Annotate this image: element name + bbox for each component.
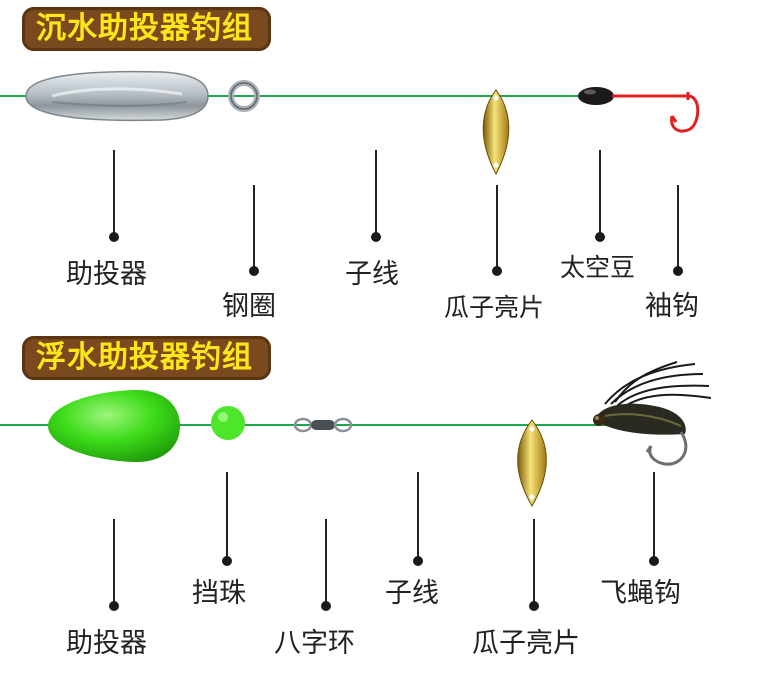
leader-dot-swivel xyxy=(321,601,331,611)
label-spoon-2: 瓜子亮片 xyxy=(472,628,580,659)
leader-spoon xyxy=(496,185,498,270)
leader-dot-spoon-2 xyxy=(529,601,539,611)
space-bean-icon xyxy=(578,87,614,105)
leader-dot-hook xyxy=(673,266,683,276)
spoon-icon xyxy=(482,89,510,176)
label-hook: 袖钩 xyxy=(645,291,699,322)
label-caster-2: 助投器 xyxy=(66,628,147,659)
leader-leader-line xyxy=(375,150,377,236)
leader-spoon-2 xyxy=(533,519,535,605)
leader-caster-2 xyxy=(113,519,115,605)
label-caster: 助投器 xyxy=(66,259,147,290)
label-leader-line-2: 子线 xyxy=(385,578,439,609)
spoon-icon-2 xyxy=(517,419,547,507)
label-bean: 太空豆 xyxy=(560,253,636,282)
label-spoon: 瓜子亮片 xyxy=(444,293,545,322)
leader-swivel xyxy=(325,519,327,605)
leader-dot-caster-2 xyxy=(109,601,119,611)
leader-dot-stopper xyxy=(222,556,232,566)
leader-dot-spoon xyxy=(492,266,502,276)
leader-dot-leader-line-2 xyxy=(413,556,423,566)
label-stopper: 挡珠 xyxy=(192,578,246,609)
floating-caster-icon xyxy=(48,389,180,463)
swivel-icon xyxy=(293,417,353,433)
leader-dot-leader-line xyxy=(371,232,381,242)
leader-fly xyxy=(653,472,655,560)
sinking-caster-icon xyxy=(25,70,209,122)
label-leader-line: 子线 xyxy=(345,259,399,290)
label-ring: 钢圈 xyxy=(222,291,276,322)
fishing-line-bottom xyxy=(0,424,610,426)
stopper-bead-icon xyxy=(211,406,245,440)
leader-hook xyxy=(677,185,679,270)
label-fly: 飞蝇钩 xyxy=(600,578,681,609)
leader-dot-ring xyxy=(249,266,259,276)
leader-dot-fly xyxy=(649,556,659,566)
section-title-floating: 浮水助投器钓组 xyxy=(22,336,271,380)
leader-caster xyxy=(113,150,115,236)
leader-dot-bean xyxy=(595,232,605,242)
section-title-sinking: 沉水助投器钓组 xyxy=(22,7,271,51)
leader-bean xyxy=(599,150,601,236)
sleeve-hook-icon xyxy=(612,92,700,133)
fly-hook-icon xyxy=(593,361,712,466)
steel-ring-icon xyxy=(228,80,260,112)
leader-ring xyxy=(253,185,255,270)
leader-stopper xyxy=(226,472,228,560)
leader-leader-line-2 xyxy=(417,472,419,560)
fishing-line-top xyxy=(0,95,690,97)
label-swivel: 八字环 xyxy=(274,628,355,659)
leader-dot-caster xyxy=(109,232,119,242)
